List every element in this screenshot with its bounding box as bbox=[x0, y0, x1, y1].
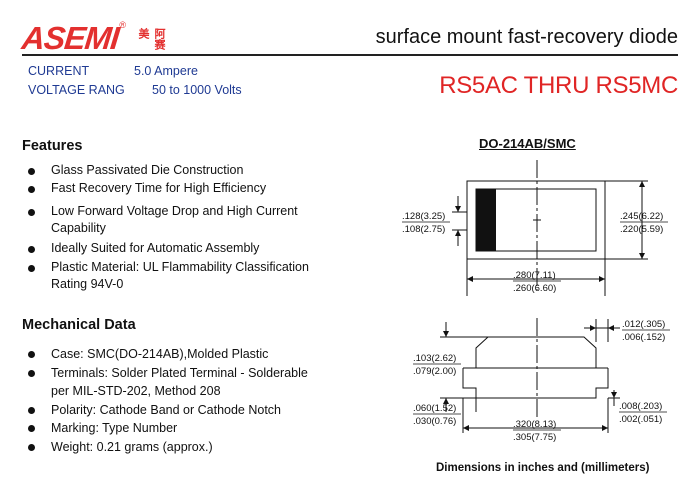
cathode-band bbox=[476, 189, 496, 251]
package-name: DO-214AB/SMC bbox=[479, 136, 576, 151]
side-view-body bbox=[475, 336, 597, 369]
mechanical-heading: Mechanical Data bbox=[22, 317, 136, 333]
mechanical-item: Weight: 0.21 grams (approx.) bbox=[22, 438, 322, 457]
feature-item: Glass Passivated Die Construction bbox=[22, 162, 322, 179]
dim-side-stand-min: .002(.051) bbox=[619, 414, 662, 425]
side-view-leads bbox=[462, 368, 609, 399]
feature-item: Low Forward Voltage Drop and High Curren… bbox=[22, 203, 322, 237]
logo-chinese: 阿赛美 bbox=[137, 28, 165, 50]
product-description: surface mount fast-recovery diode bbox=[375, 26, 678, 48]
dim-top-h-max: .128(3.25) bbox=[402, 211, 445, 222]
dim-side-foot-max: .060(1.52) bbox=[413, 403, 456, 414]
header-rule bbox=[22, 54, 678, 56]
part-number-range: RS5AC THRU RS5MC bbox=[439, 72, 678, 99]
mechanical-list: Case: SMC(DO-214AB),Molded Plastic Termi… bbox=[22, 345, 322, 456]
dim-top-w-max: .245(6.22) bbox=[620, 211, 663, 222]
feature-item: Ideally Suited for Automatic Assembly bbox=[22, 240, 322, 257]
feature-item: Fast Recovery Time for High Efficiency bbox=[22, 180, 322, 197]
features-list: Glass Passivated Die Construction Fast R… bbox=[22, 162, 322, 293]
dim-top-h-min: .108(2.75) bbox=[402, 224, 445, 235]
dim-top-w-min: .220(5.59) bbox=[620, 224, 663, 235]
dim-side-h-max: .103(2.62) bbox=[413, 353, 456, 364]
current-label: CURRENT bbox=[28, 64, 90, 78]
feature-item: Plastic Material: UL Flammability Classi… bbox=[22, 259, 322, 293]
dim-side-h-min: .079(2.00) bbox=[413, 366, 456, 377]
dim-top-len-max: .280(7.11) bbox=[513, 270, 556, 281]
registered-mark: ® bbox=[119, 20, 126, 30]
dim-side-lead-max: .012(.305) bbox=[622, 319, 665, 330]
dim-side-foot-min: .030(0.76) bbox=[413, 416, 456, 427]
asemi-logo: ASEMI® 阿赛美 bbox=[20, 20, 165, 60]
features-heading: Features bbox=[22, 138, 83, 154]
dim-top-len-min: .260(6.60) bbox=[513, 283, 556, 294]
dim-side-stand-max: .008(.203) bbox=[619, 401, 662, 412]
top-view-outline bbox=[466, 180, 606, 260]
dimensions-note: Dimensions in inches and (millimeters) bbox=[436, 462, 650, 474]
voltage-value: 50 to 1000 Volts bbox=[152, 83, 242, 97]
voltage-label: VOLTAGE RANG bbox=[28, 83, 125, 97]
mechanical-item: Marking: Type Number bbox=[22, 419, 322, 438]
mechanical-item: Polarity: Cathode Band or Cathode Notch bbox=[22, 401, 322, 420]
dim-side-len-min: .305(7.75) bbox=[513, 432, 556, 443]
dim-side-len-max: .320(8.13) bbox=[513, 419, 556, 430]
mechanical-item: Case: SMC(DO-214AB),Molded Plastic bbox=[22, 345, 322, 364]
current-value: 5.0 Ampere bbox=[134, 64, 198, 78]
mechanical-item: Terminals: Solder Plated Terminal - Sold… bbox=[22, 364, 322, 401]
dim-side-lead-min: .006(.152) bbox=[622, 332, 665, 343]
